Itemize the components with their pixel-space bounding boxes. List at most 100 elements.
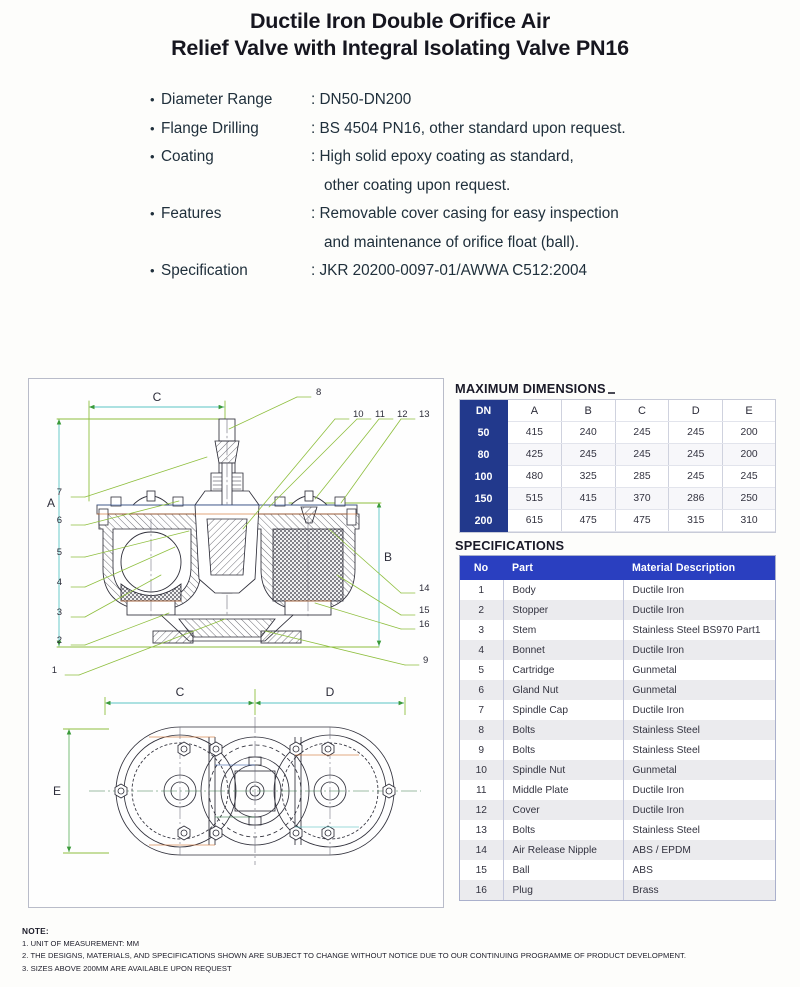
cell-material: Ductile Iron [623, 640, 775, 660]
cell-no: 4 [460, 640, 504, 660]
bullet-icon: • [150, 206, 155, 221]
cell-material: Stainless Steel [623, 720, 775, 740]
maximum-dimensions-table: DN A B C D E 50 415 240 245 245 200 80 4… [460, 400, 775, 532]
cell-material: Ductile Iron [623, 600, 775, 620]
callout-10: 10 [353, 409, 364, 420]
cell-part: Stem [503, 620, 624, 640]
attribute-value-continued: and maintenance of orifice float (ball). [324, 233, 580, 251]
dimension-c-section [88, 400, 226, 502]
callout-14: 14 [419, 583, 430, 594]
callout-7: 7 [57, 487, 62, 498]
callout-1: 1 [52, 665, 57, 676]
cell-part: Gland Nut [503, 680, 624, 700]
cell-material: Ductile Iron [623, 800, 775, 820]
callout-6: 6 [57, 515, 62, 526]
column-header-no: No [460, 556, 503, 580]
cell-no: 6 [460, 680, 504, 700]
cell-b: 240 [561, 421, 616, 444]
cell-part: Bolts [503, 820, 624, 840]
callout-16: 16 [419, 619, 430, 630]
cell-d: 245 [668, 465, 724, 488]
cell-part: Bonnet [503, 640, 624, 660]
cell-c: 370 [615, 487, 670, 510]
table-row: 150 515 415 370 286 250 [460, 487, 775, 510]
cell-dn: 150 [460, 487, 508, 510]
cell-no: 15 [460, 860, 504, 880]
callout-13: 13 [419, 409, 430, 420]
cell-c: 475 [615, 509, 670, 532]
technical-drawing-panel: C A B [28, 378, 444, 908]
cell-d: 245 [668, 443, 724, 466]
cell-b: 475 [561, 509, 616, 532]
bullet-icon: • [150, 120, 155, 136]
cell-no: 9 [460, 740, 504, 760]
callout-15: 15 [419, 605, 430, 616]
cell-part: Stopper [503, 600, 624, 620]
cell-d: 315 [668, 509, 724, 532]
callout-5: 5 [57, 547, 62, 558]
table-header-row: DN A B C D E [460, 400, 775, 422]
cell-no: 16 [460, 880, 504, 900]
attribute-value: : BS 4504 PN16, other standard upon requ… [311, 119, 626, 137]
cell-e: 250 [722, 487, 775, 510]
cell-a: 480 [507, 465, 562, 488]
cell-material: ABS / EPDM [623, 840, 775, 860]
cell-part: Spindle Cap [503, 700, 624, 720]
column-header-dn: DN [460, 400, 508, 422]
note-item: 2. THE DESIGNS, MATERIALS, AND SPECIFICA… [22, 951, 686, 961]
cell-no: 7 [460, 700, 504, 720]
attribute-value: : JKR 20200-0097-01/AWWA C512:2004 [311, 262, 588, 279]
cell-a: 515 [507, 487, 562, 510]
cell-dn: 80 [460, 443, 508, 466]
cell-c: 245 [615, 421, 670, 444]
column-header-e: E [722, 400, 775, 422]
cell-c: 245 [615, 443, 670, 466]
callout-12: 12 [397, 409, 408, 420]
cell-no: 12 [460, 800, 504, 820]
cell-material: Ductile Iron [623, 700, 775, 720]
cell-part: Bolts [503, 720, 624, 740]
cell-no: 5 [460, 660, 504, 680]
cell-material: Stainless Steel [623, 820, 775, 840]
cell-d: 245 [668, 421, 724, 444]
cell-dn: 50 [460, 421, 508, 444]
cell-part: Cartridge [503, 660, 624, 680]
list-item: • Flange Drilling : BS 4504 PN16, other … [150, 115, 800, 144]
specifications-table-title: SPECIFICATIONS [455, 538, 565, 553]
cell-a: 415 [507, 421, 562, 444]
callout-8: 8 [316, 387, 321, 398]
callout-3: 3 [57, 607, 62, 618]
cell-part: Air Release Nipple [503, 840, 624, 860]
cell-no: 2 [460, 600, 504, 620]
product-attribute-list: • Diameter Range : DN50-DN200 • Flange D… [0, 86, 800, 286]
cell-material: Stainless Steel BS970 Part1 [623, 620, 775, 640]
column-header-d: D [668, 400, 724, 422]
callout-2: 2 [57, 635, 62, 646]
dimension-label-a: A [47, 496, 55, 510]
attribute-value: : High solid epoxy coating as standard, [311, 148, 574, 165]
attribute-label: Features [161, 205, 222, 222]
cell-part: Plug [503, 880, 624, 900]
cell-a: 425 [507, 443, 562, 466]
notes-section: NOTE: 1. UNIT OF MEASUREMENT: MM 2. THE … [22, 925, 782, 975]
cell-material: Brass [623, 880, 775, 900]
attribute-value: : DN50-DN200 [311, 91, 412, 108]
list-item: • Specification : JKR 20200-0097-01/AWWA… [150, 257, 800, 286]
cell-part: Cover [503, 800, 624, 820]
attribute-value-continued: other coating upon request. [324, 176, 511, 194]
callout-11: 11 [375, 409, 385, 420]
cell-material: ABS [623, 860, 775, 880]
scan-artifact-dash [608, 392, 615, 394]
cell-no: 8 [460, 720, 504, 740]
cell-no: 3 [460, 620, 504, 640]
attribute-label: Diameter Range [161, 91, 273, 108]
